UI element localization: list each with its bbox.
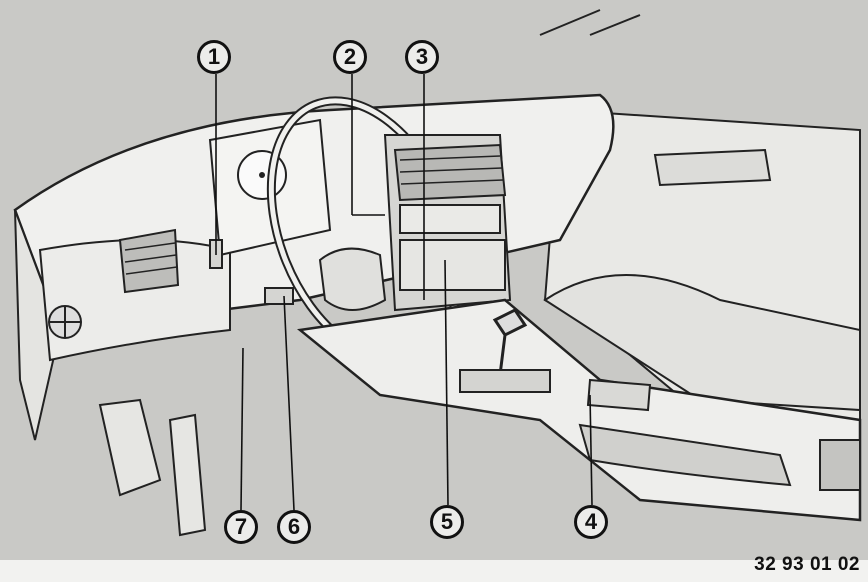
reference-number: 32 93 01 02 (754, 554, 860, 575)
callout-2: 2 (333, 40, 367, 74)
center-vents (393, 143, 507, 202)
window-switches (586, 378, 652, 412)
armrest (578, 423, 792, 487)
glovebox (38, 239, 231, 362)
pedal-brake (98, 398, 162, 497)
radio-unit (399, 204, 501, 234)
callout-3: 3 (405, 40, 439, 74)
a-pillar (539, 9, 641, 36)
callout-4: 4 (574, 505, 608, 539)
leader-lines (215, 74, 593, 511)
light-switch (264, 287, 294, 305)
callout-7: 7 (224, 510, 258, 544)
pedal-accelerator (168, 413, 207, 537)
left-vent-louvers (118, 228, 180, 294)
rear-console-vent (819, 439, 861, 491)
door-handle-recess (653, 148, 772, 187)
door-pocket (543, 274, 861, 412)
steering-hub (318, 247, 387, 311)
climate-unit (399, 239, 506, 291)
callout-5: 5 (430, 505, 464, 539)
vent-cross (49, 306, 81, 338)
gear-lever (492, 308, 528, 376)
callout-6: 6 (277, 510, 311, 544)
callout-1: 1 (197, 40, 231, 74)
gear-indicator (459, 369, 551, 393)
